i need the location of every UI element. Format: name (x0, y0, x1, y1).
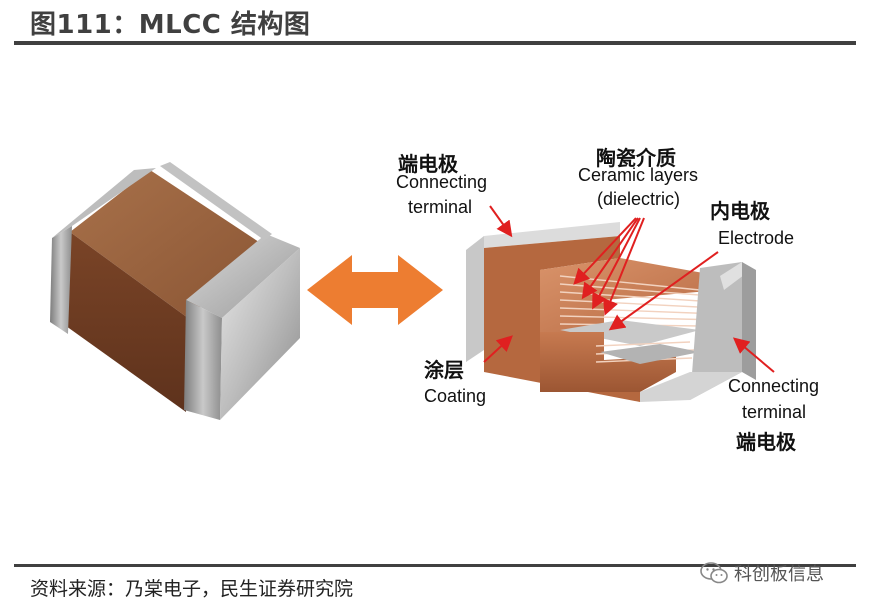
label-terminal-bottom-en1: Connecting (728, 376, 820, 396)
label-terminal-bottom-en2: terminal (742, 402, 807, 422)
source-note: 资料来源：乃棠电子，民生证券研究院 (30, 578, 354, 600)
arrow-ceramic-3 (592, 217, 641, 310)
arrow-ceramic-1 (573, 217, 637, 285)
label-electrode-cn: 内电极 (710, 199, 770, 223)
mlcc-cross-section (466, 222, 756, 402)
label-ceramic-en1: Ceramic layers (578, 165, 699, 185)
label-coating-en: Coating (424, 386, 487, 406)
watermark-text: 科创板信息 (734, 564, 824, 585)
watermark: 科创板信息 (700, 560, 824, 586)
label-coating-cn: 涂层 (424, 358, 464, 382)
double-arrow-icon (307, 255, 443, 325)
label-terminal-top-cn: 端电极 (398, 152, 458, 176)
label-ceramic-cn: 陶瓷介质 (596, 146, 676, 170)
label-terminal-bottom-cn: 端电极 (736, 430, 796, 454)
arrow-electrode (608, 251, 719, 331)
label-electrode-en: Electrode (718, 228, 795, 248)
mlcc-chip-photo (50, 162, 300, 420)
header-rule (14, 41, 856, 45)
arrow-terminal-bottom (732, 337, 775, 373)
wechat-icon (700, 562, 728, 584)
arrow-ceramic-2 (581, 217, 639, 300)
arrow-coating (483, 335, 513, 363)
page-title: 图111：MLCC 结构图 (30, 10, 311, 40)
annotation-arrows (483, 205, 775, 373)
footer-rule (14, 564, 856, 567)
arrow-terminal-top (489, 205, 513, 238)
arrow-ceramic-4 (603, 217, 645, 316)
label-terminal-top-en1: Connecting (396, 172, 488, 192)
label-ceramic-en2: (dielectric) (597, 189, 681, 209)
label-terminal-top-en2: terminal (408, 197, 473, 217)
